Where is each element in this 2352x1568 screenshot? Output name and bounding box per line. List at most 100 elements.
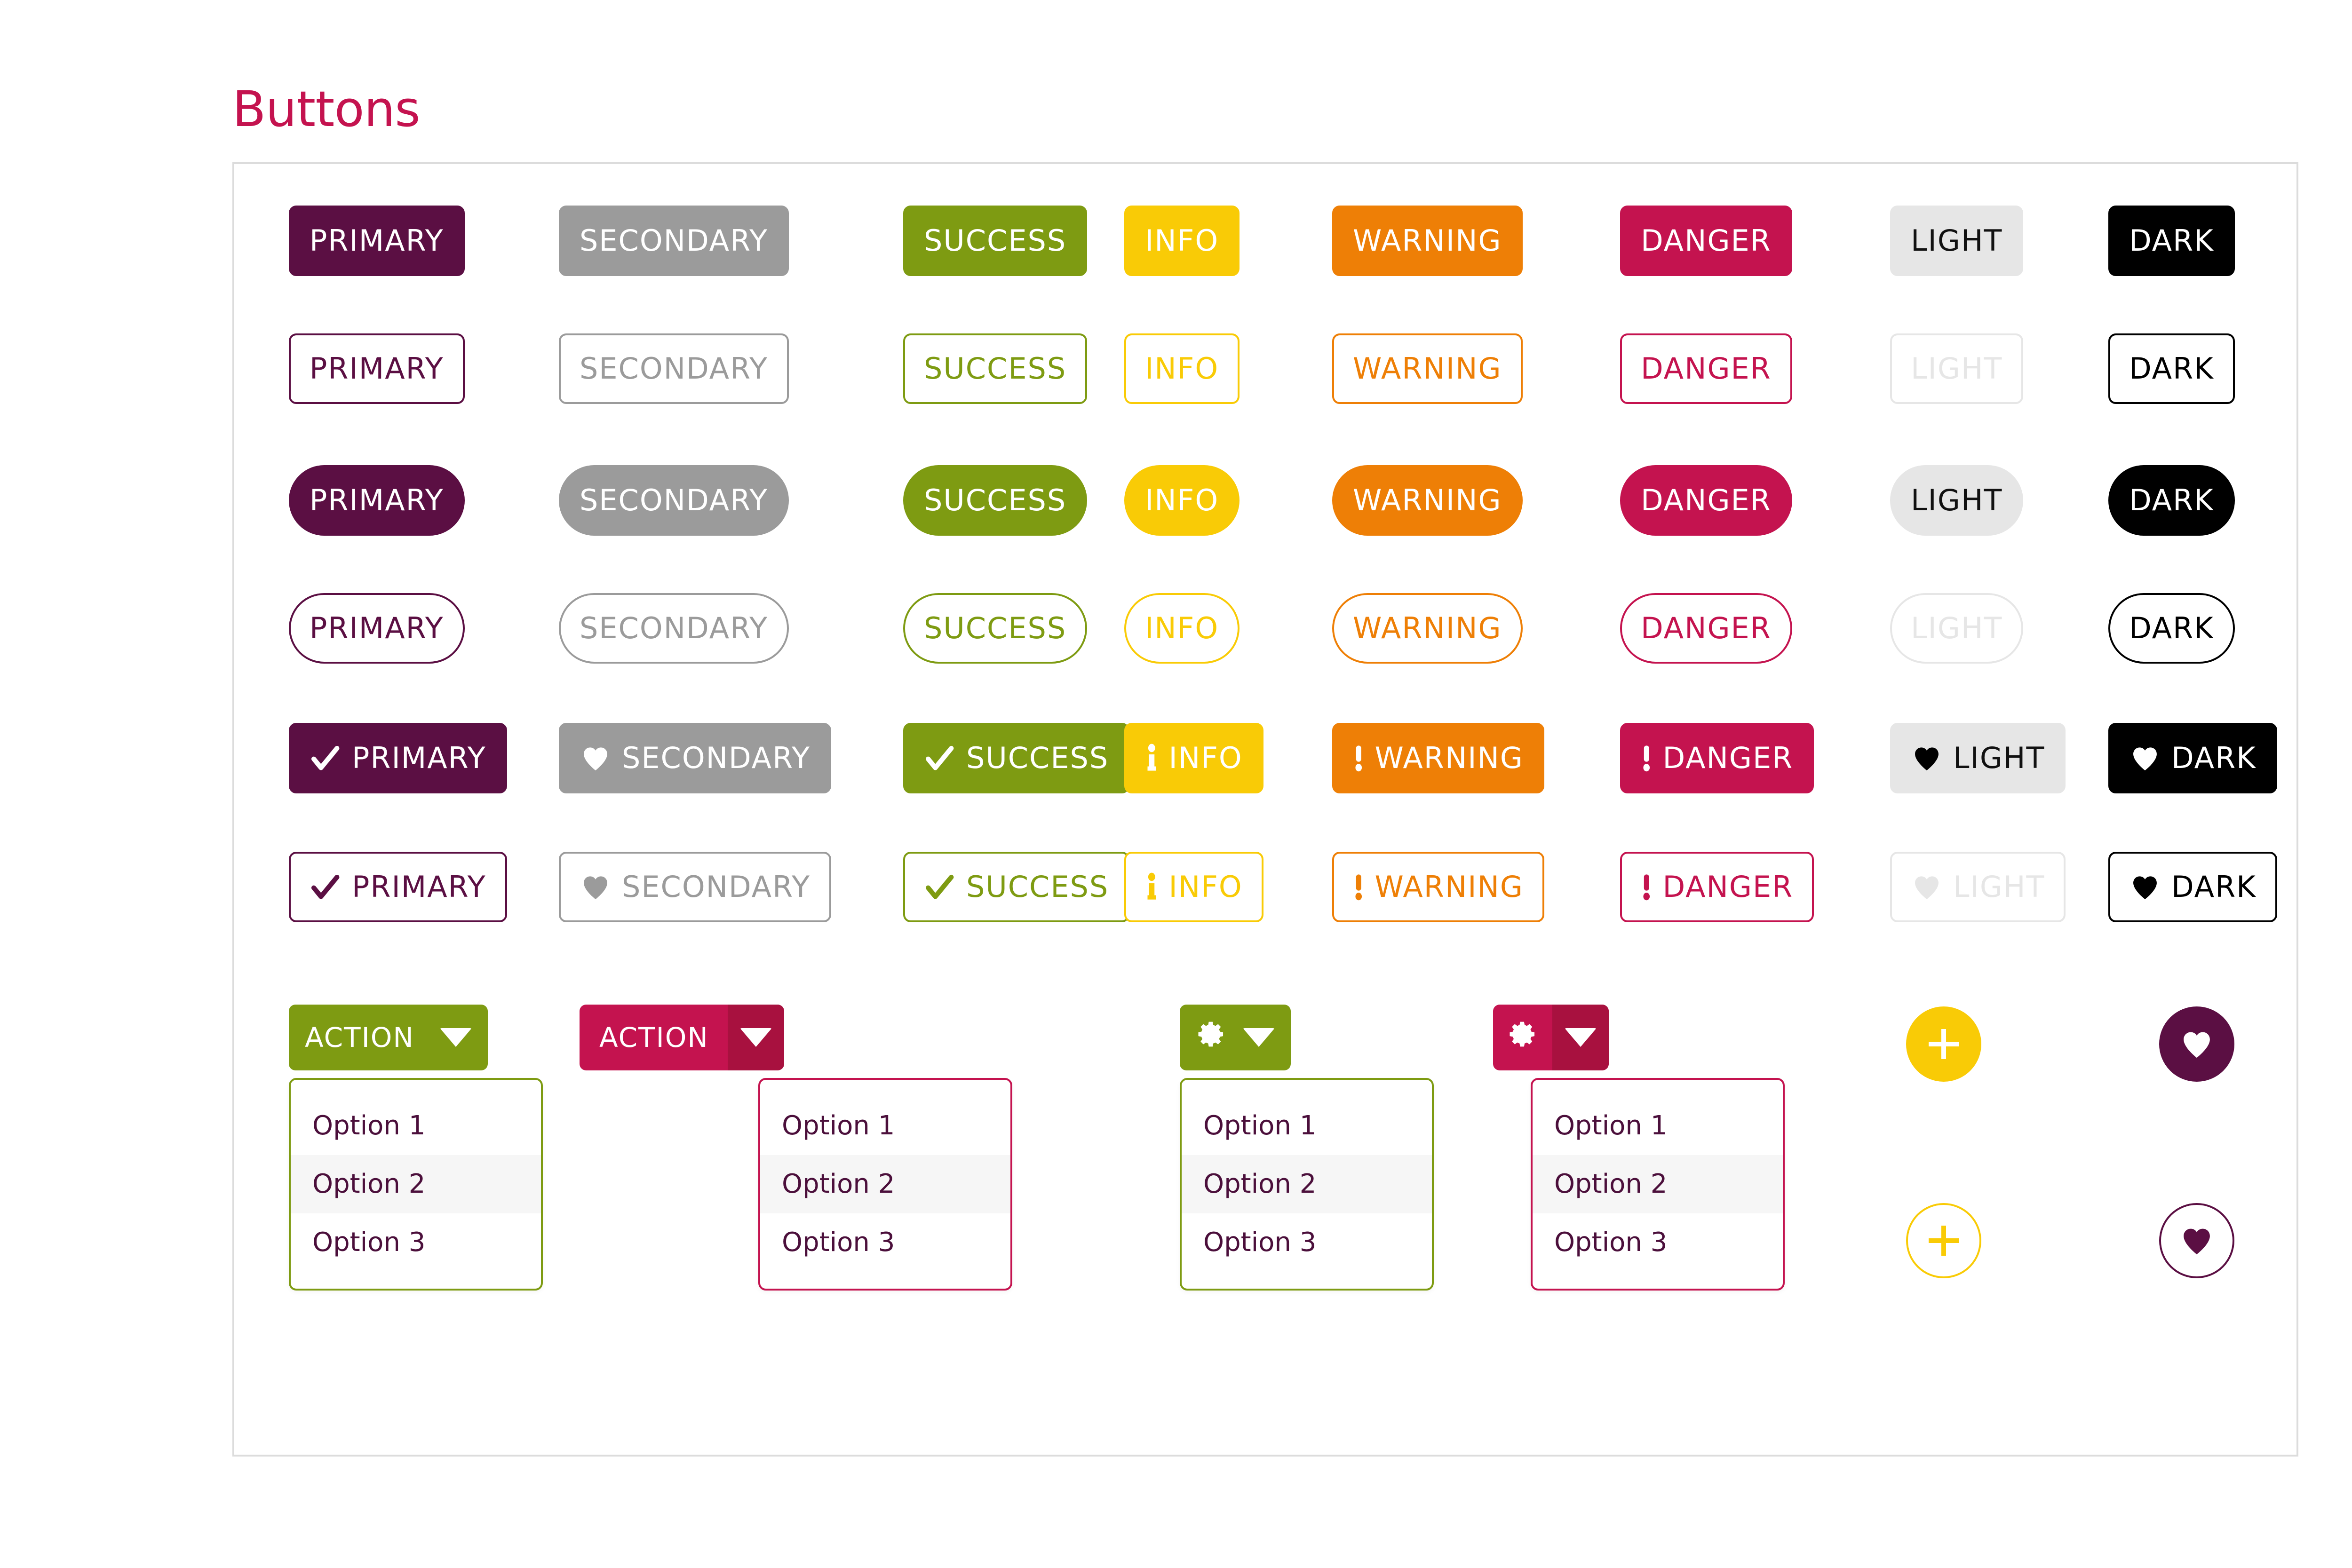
action-success-dropdown: ACTION Option 1 Option 2 Option 3 bbox=[289, 1005, 543, 1291]
info-icon bbox=[1145, 742, 1159, 774]
solid-pill-button-success[interactable]: SUCCESS bbox=[903, 465, 1088, 536]
solid-square-button-primary[interactable]: PRIMARY bbox=[289, 206, 465, 276]
exclamation-icon bbox=[1641, 871, 1652, 903]
outline-pill-button-danger[interactable]: DANGER bbox=[1620, 593, 1792, 664]
solid-icon-button-primary[interactable]: PRIMARY bbox=[289, 723, 507, 793]
button-label: DANGER bbox=[1641, 483, 1772, 517]
dropdown-menu-item[interactable]: Option 2 bbox=[291, 1155, 541, 1213]
outline-pill-button-dark[interactable]: DARK bbox=[2108, 593, 2235, 664]
gear-success-dropdown-toggle[interactable] bbox=[1180, 1005, 1291, 1070]
outline-pill-button-warning[interactable]: WARNING bbox=[1332, 593, 1523, 664]
action-danger-split-dropdown-menu: Option 1 Option 2 Option 3 bbox=[758, 1078, 1012, 1291]
fab-favorite-solid[interactable] bbox=[2159, 1006, 2234, 1082]
button-label: LIGHT bbox=[1911, 223, 2003, 258]
button-label: DANGER bbox=[1641, 611, 1772, 645]
dropdown-menu-item[interactable]: Option 3 bbox=[782, 1227, 895, 1258]
outline-square-button-light[interactable]: LIGHT bbox=[1890, 333, 2024, 404]
chevron-down-icon bbox=[1565, 1028, 1597, 1047]
solid-square-button-info[interactable]: INFO bbox=[1124, 206, 1240, 276]
button-label: INFO bbox=[1145, 351, 1219, 386]
solid-square-button-secondary[interactable]: SECONDARY bbox=[559, 206, 789, 276]
gear-danger-split-dropdown-caret-segment[interactable] bbox=[1552, 1005, 1609, 1070]
fab-add-solid[interactable] bbox=[1906, 1006, 1981, 1082]
button-label: SECONDARY bbox=[580, 223, 769, 258]
outline-pill-button-success[interactable]: SUCCESS bbox=[903, 593, 1088, 664]
solid-pill-button-secondary[interactable]: SECONDARY bbox=[559, 465, 789, 536]
fab-favorite-outline[interactable] bbox=[2159, 1203, 2234, 1278]
outline-pill-button-primary[interactable]: PRIMARY bbox=[289, 593, 465, 664]
solid-square-button-warning[interactable]: WARNING bbox=[1332, 206, 1523, 276]
outline-icon-button-dark[interactable]: DARK bbox=[2108, 852, 2277, 922]
action-danger-split-dropdown: ACTION Option 1 Option 2 Option 3 bbox=[580, 1005, 1012, 1291]
action-danger-split-dropdown-caret-segment[interactable] bbox=[727, 1005, 784, 1070]
gear-danger-split-dropdown-main-segment[interactable] bbox=[1493, 1005, 1552, 1070]
solid-pill-button-warning[interactable]: WARNING bbox=[1332, 465, 1523, 536]
solid-icon-button-warning[interactable]: WARNING bbox=[1332, 723, 1544, 793]
action-success-dropdown-toggle[interactable]: ACTION bbox=[289, 1005, 488, 1070]
solid-square-button-danger[interactable]: DANGER bbox=[1620, 206, 1792, 276]
solid-icon-button-light[interactable]: LIGHT bbox=[1890, 723, 2066, 793]
solid-square-button-success[interactable]: SUCCESS bbox=[903, 206, 1088, 276]
heart-icon bbox=[1911, 871, 1943, 903]
page-title: Buttons bbox=[232, 80, 421, 138]
dropdown-menu-item[interactable]: Option 2 bbox=[1182, 1155, 1432, 1213]
solid-pill-button-light[interactable]: LIGHT bbox=[1890, 465, 2024, 536]
gear-icon bbox=[1196, 1019, 1227, 1056]
solid-icon-button-success[interactable]: SUCCESS bbox=[903, 723, 1130, 793]
outline-pill-button-light[interactable]: LIGHT bbox=[1890, 593, 2024, 664]
solid-square-button-dark[interactable]: DARK bbox=[2108, 206, 2235, 276]
action-danger-split-dropdown-toggle[interactable]: ACTION bbox=[580, 1005, 784, 1070]
solid-icon-button-danger[interactable]: DANGER bbox=[1620, 723, 1814, 793]
outline-icon-button-secondary[interactable]: SECONDARY bbox=[559, 852, 832, 922]
button-label: WARNING bbox=[1353, 611, 1502, 645]
chevron-down-icon bbox=[739, 1028, 772, 1047]
outline-icon-button-primary[interactable]: PRIMARY bbox=[289, 852, 507, 922]
dropdown-menu-item[interactable]: Option 1 bbox=[782, 1110, 895, 1141]
dropdown-menu-item[interactable]: Option 1 bbox=[1203, 1110, 1317, 1141]
outline-icon-button-info[interactable]: INFO bbox=[1124, 852, 1263, 922]
outline-pill-button-info[interactable]: INFO bbox=[1124, 593, 1240, 664]
outline-square-button-secondary[interactable]: SECONDARY bbox=[559, 333, 789, 404]
outline-icon-button-success[interactable]: SUCCESS bbox=[903, 852, 1130, 922]
button-label: SUCCESS bbox=[924, 611, 1067, 645]
fab-add-outline[interactable] bbox=[1906, 1203, 1981, 1278]
button-label: SECONDARY bbox=[622, 870, 811, 904]
dropdown-menu-item[interactable]: Option 1 bbox=[312, 1110, 426, 1141]
solid-icon-button-info[interactable]: INFO bbox=[1124, 723, 1263, 793]
gear-success-dropdown: Option 1 Option 2 Option 3 bbox=[1180, 1005, 1434, 1291]
dropdown-menu-item[interactable]: Option 1 bbox=[1554, 1110, 1668, 1141]
outline-icon-button-danger[interactable]: DANGER bbox=[1620, 852, 1814, 922]
dropdown-menu-item[interactable]: Option 3 bbox=[1203, 1227, 1317, 1258]
outline-icon-button-light[interactable]: LIGHT bbox=[1890, 852, 2066, 922]
solid-pill-button-primary[interactable]: PRIMARY bbox=[289, 465, 465, 536]
button-label: PRIMARY bbox=[352, 870, 486, 904]
button-label: SECONDARY bbox=[622, 741, 811, 775]
solid-pill-button-danger[interactable]: DANGER bbox=[1620, 465, 1792, 536]
button-label: SECONDARY bbox=[580, 351, 769, 386]
action-danger-split-dropdown-main-segment[interactable]: ACTION bbox=[580, 1005, 728, 1070]
outline-square-button-success[interactable]: SUCCESS bbox=[903, 333, 1088, 404]
solid-pill-button-dark[interactable]: DARK bbox=[2108, 465, 2235, 536]
solid-pill-button-info[interactable]: INFO bbox=[1124, 465, 1240, 536]
dropdown-menu-item[interactable]: Option 3 bbox=[1554, 1227, 1668, 1258]
button-label: DANGER bbox=[1662, 870, 1794, 904]
outline-icon-button-warning[interactable]: WARNING bbox=[1332, 852, 1544, 922]
gear-danger-split-dropdown-menu: Option 1 Option 2 Option 3 bbox=[1531, 1078, 1785, 1291]
check-icon bbox=[924, 871, 956, 903]
solid-icon-button-dark[interactable]: DARK bbox=[2108, 723, 2277, 793]
outline-square-button-danger[interactable]: DANGER bbox=[1620, 333, 1792, 404]
dropdown-menu-item[interactable]: Option 3 bbox=[312, 1227, 426, 1258]
outline-square-button-info[interactable]: INFO bbox=[1124, 333, 1240, 404]
solid-icon-button-secondary[interactable]: SECONDARY bbox=[559, 723, 832, 793]
outline-pill-button-secondary[interactable]: SECONDARY bbox=[559, 593, 789, 664]
gear-danger-split-dropdown-toggle[interactable] bbox=[1493, 1005, 1609, 1070]
dropdown-menu-item[interactable]: Option 2 bbox=[760, 1155, 1010, 1213]
solid-square-button-light[interactable]: LIGHT bbox=[1890, 206, 2024, 276]
heart-icon bbox=[2129, 742, 2161, 774]
outline-square-button-primary[interactable]: PRIMARY bbox=[289, 333, 465, 404]
outline-square-button-dark[interactable]: DARK bbox=[2108, 333, 2235, 404]
outline-square-button-warning[interactable]: WARNING bbox=[1332, 333, 1523, 404]
dropdown-menu-item[interactable]: Option 2 bbox=[1533, 1155, 1783, 1213]
exclamation-icon bbox=[1353, 871, 1364, 903]
